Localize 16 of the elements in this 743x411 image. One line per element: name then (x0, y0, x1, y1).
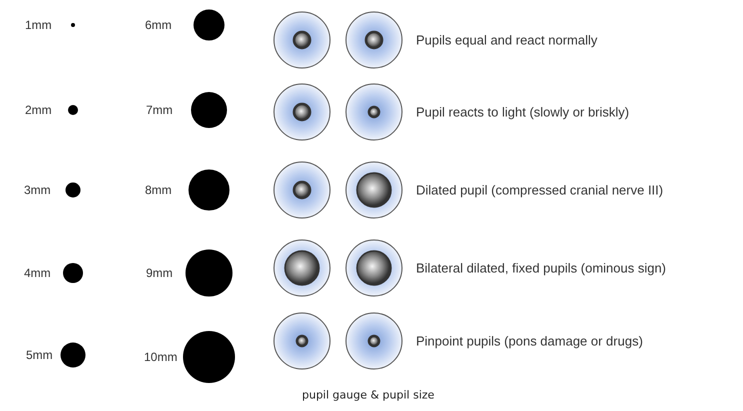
size-label: 1mm (25, 18, 52, 32)
size-label: 9mm (146, 266, 173, 280)
description-text: Dilated pupil (compressed cranial nerve III) (416, 182, 664, 198)
description-text: Pinpoint pupils (pons damage or drugs) (416, 334, 643, 348)
size-label: 5mm (26, 348, 53, 362)
description-text: Pupils equal and react normally (416, 32, 598, 48)
size-label: 7mm (146, 103, 173, 117)
description-text: Bilateral dilated, fixed pupils (ominous sign) (416, 260, 666, 276)
size-label: 10mm (144, 350, 178, 364)
size-label: 6mm (145, 18, 172, 32)
size-label: 2mm (25, 103, 52, 117)
size-label: 8mm (145, 183, 172, 197)
size-label: 3mm (24, 183, 51, 197)
caption: pupil gauge & pupil size (302, 388, 434, 402)
size-label: 4mm (24, 266, 51, 280)
description-text: Pupil reacts to light (slowly or briskly) (416, 104, 630, 120)
